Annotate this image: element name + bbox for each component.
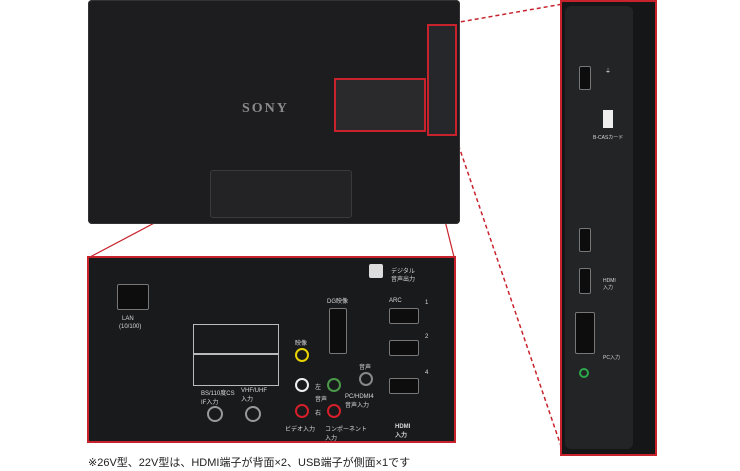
hdmi-1-port-icon: [389, 308, 419, 324]
tv-stand: [210, 170, 352, 218]
digital-audio-out-label-2: 音声出力: [391, 277, 416, 283]
audio-left-rca-icon: [295, 378, 309, 392]
connector-line-top: [453, 3, 564, 24]
component-input-label: コンポーネント 入力: [325, 427, 368, 442]
side-terminal-highlight: [427, 24, 457, 136]
side-usb-port-icon: [579, 228, 591, 252]
video-input-label: ビデオ入力: [285, 427, 316, 433]
hdmi-2-port-icon: [389, 340, 419, 356]
side-panel-strip: ⏚ B-CASカード HDMI 入力 PC入力: [565, 6, 633, 449]
usb-port-icon: [579, 66, 591, 90]
hdmi-4-port-icon: [389, 378, 419, 394]
usb-icon: ⏚: [605, 69, 612, 75]
pc-port-icon: [575, 312, 595, 354]
arc-label: ARC: [389, 298, 402, 304]
notice-label-2: [193, 354, 279, 386]
audio-label: 音声: [315, 397, 328, 403]
footnote: ※26V型、22V型は、HDMI端子が背面×2、USB端子が側面×1です: [88, 457, 411, 469]
optical-out-icon: [369, 264, 383, 278]
pc-audio-jack-icon: [579, 368, 589, 378]
video-rca-icon: [295, 348, 309, 362]
pc-label: PC入力: [603, 355, 620, 361]
hdmi-input-label: HDMI 入力: [395, 424, 411, 439]
rear-terminal-detail: LAN (10/100) DG映像 デジタル 音声出力 ARC 1 2 4 映像…: [87, 256, 456, 443]
side-hdmi-label: HDMI 入力: [603, 278, 616, 291]
hdmi-4-number: 4: [425, 370, 429, 376]
lan-sub-label: (10/100): [119, 324, 142, 330]
hdmi-1-number: 1: [425, 300, 429, 306]
video-label: 映像: [295, 341, 308, 347]
side-hdmi-port-icon: [579, 268, 591, 294]
headphone-label: 音声: [359, 365, 372, 371]
component-pr-rca-icon: [327, 404, 341, 418]
bcas-label: B-CASカード: [593, 135, 624, 141]
hdmi-2-number: 2: [425, 334, 429, 340]
brand-logo: SONY: [242, 101, 289, 116]
dg-video-label: DG映像: [327, 299, 349, 305]
lan-port-icon: [117, 284, 149, 310]
bs-cs-label: BS/110度CS IF入力: [201, 391, 235, 406]
audio-right-rca-icon: [295, 404, 309, 418]
rear-terminal-highlight: [334, 78, 426, 132]
pc-audio-jack-icon: [359, 372, 373, 386]
digital-audio-out-label-1: デジタル: [391, 269, 415, 275]
audio-left-label: 左: [315, 385, 322, 391]
lan-label: LAN: [122, 316, 134, 322]
connector-line-bottom: [453, 131, 564, 453]
audio-right-label: 右: [315, 411, 322, 417]
vhf-uhf-label: VHF/UHF 入力: [241, 388, 267, 403]
component-y-rca-icon: [327, 378, 341, 392]
dg-video-port-icon: [329, 308, 347, 354]
vhf-uhf-antenna-icon: [245, 406, 261, 422]
bs-cs-antenna-icon: [207, 406, 223, 422]
bcas-card-icon: [603, 110, 613, 128]
pc-hdmi-audio-label: PC/HDMI4 音声入力: [345, 394, 374, 409]
notice-label-1: [193, 324, 279, 354]
